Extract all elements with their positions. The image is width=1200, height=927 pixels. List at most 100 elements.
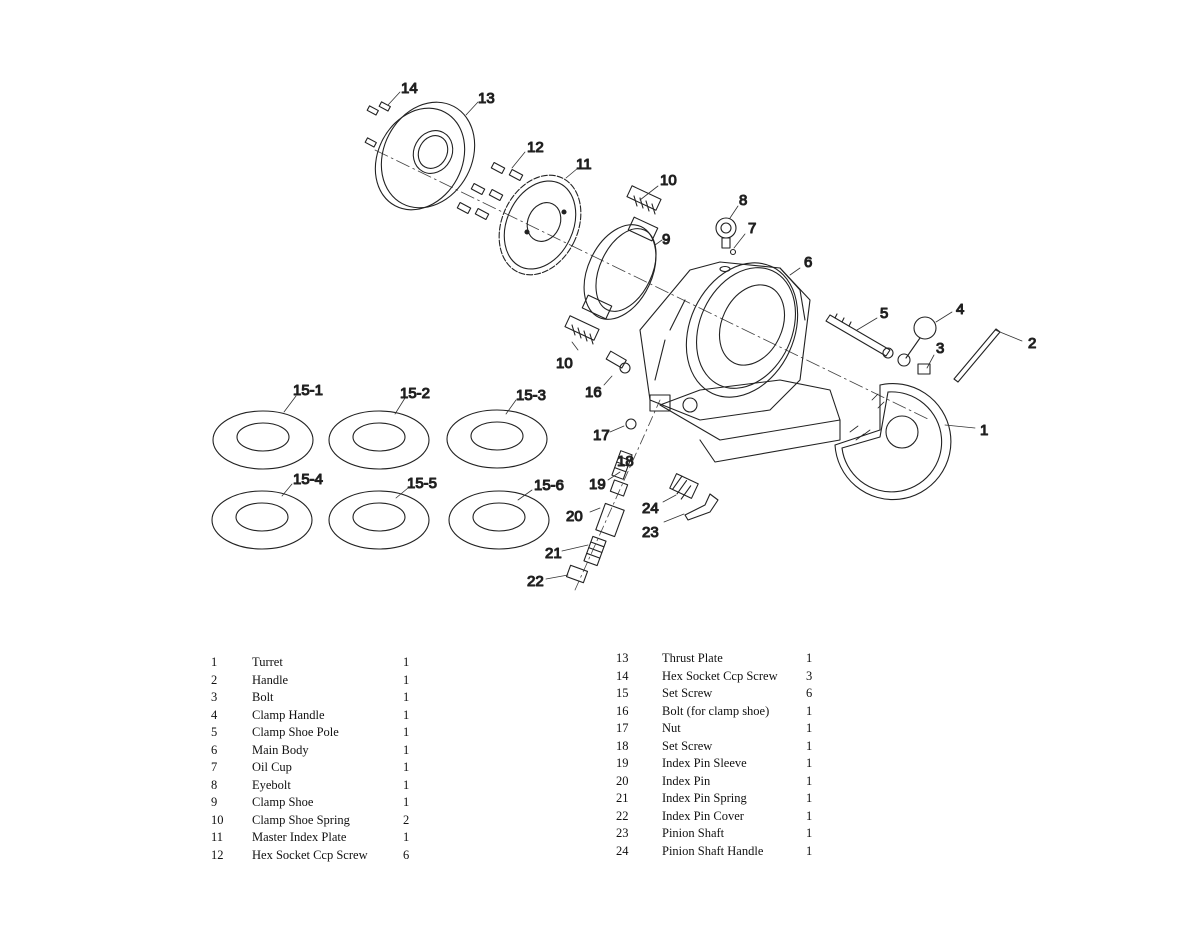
part-name: Index Pin Cover <box>662 808 744 823</box>
part-name: Index Pin <box>662 773 711 788</box>
callout-8: 8 <box>739 192 747 209</box>
part-number: 7 <box>211 760 218 774</box>
clamp-shoe-spring-bottom <box>564 315 600 345</box>
part-name: Hex Socket Ccp Screw <box>252 847 368 862</box>
part-quantity: 6 <box>806 686 813 700</box>
parts-list-row: 20 Index Pin 1 <box>616 773 856 791</box>
turret <box>834 383 952 501</box>
part-name: Index Pin Sleeve <box>662 756 747 770</box>
part-quantity: 1 <box>806 651 813 665</box>
index-pin-spring <box>583 535 607 567</box>
callout-23: 23 <box>642 524 659 541</box>
part-number: 16 <box>616 703 629 718</box>
callout-15-1: 15-1 <box>293 382 323 399</box>
bolt-3 <box>917 363 931 375</box>
callout-7: 7 <box>748 220 756 237</box>
part-number: 23 <box>616 826 629 840</box>
part-number: 2 <box>211 672 218 687</box>
part-number: 5 <box>211 725 218 739</box>
callout-18: 18 <box>617 453 634 470</box>
part-name: Set Screw <box>662 738 713 753</box>
part-number: 17 <box>616 721 629 735</box>
hex-socket-screws-12 <box>456 161 524 221</box>
part-number: 24 <box>616 843 629 858</box>
callout-24: 24 <box>642 500 659 517</box>
callout-5: 5 <box>880 305 888 322</box>
callout-2: 2 <box>1028 335 1036 352</box>
callout-15-2: 15-2 <box>400 385 430 402</box>
part-name: Hex Socket Ccp Screw <box>662 668 778 683</box>
callout-12: 12 <box>527 139 544 156</box>
parts-list-row: 22 Index Pin Cover 1 <box>616 808 856 826</box>
index-pin <box>595 502 625 538</box>
part-quantity: 1 <box>806 808 813 823</box>
index-pin-cover <box>565 564 589 584</box>
hex-socket-screws-14 <box>364 101 391 148</box>
callout-14: 14 <box>401 80 418 97</box>
eyebolt <box>715 217 737 249</box>
part-number: 19 <box>616 756 629 770</box>
part-number: 22 <box>616 808 629 823</box>
part-name: Turret <box>252 655 283 669</box>
callout-21: 21 <box>545 545 562 562</box>
callout-11: 11 <box>576 156 592 173</box>
set-screw-plate-15-3 <box>446 409 548 469</box>
pinion-shaft <box>684 493 719 521</box>
part-number: 11 <box>211 830 224 844</box>
handle-2 <box>953 328 1001 383</box>
part-quantity: 6 <box>403 847 410 862</box>
callout-15-3: 15-3 <box>516 387 546 404</box>
part-quantity: 1 <box>403 830 410 844</box>
part-number: 18 <box>616 738 629 753</box>
callout-15-5: 15-5 <box>407 475 437 492</box>
part-quantity: 1 <box>806 773 813 788</box>
callout-9: 9 <box>662 231 670 248</box>
part-quantity: 1 <box>403 742 410 757</box>
set-screw-plate-15-5 <box>328 490 430 550</box>
leader-lines <box>281 91 1023 580</box>
part-quantity: 3 <box>806 668 813 683</box>
callout-1: 1 <box>980 422 988 439</box>
part-quantity: 1 <box>403 760 410 774</box>
callout-19: 19 <box>589 476 606 493</box>
part-name: Eyebolt <box>252 777 291 792</box>
thrust-plate <box>374 101 476 211</box>
set-screw-18 <box>611 450 633 480</box>
exploded-assembly-diagram: 1 2 3 4 5 6 7 8 9 10 10 11 12 13 14 15-1… <box>211 79 1037 591</box>
clamp-shoe-spring-top <box>626 185 662 215</box>
callout-6: 6 <box>804 254 812 271</box>
part-name: Index Pin Spring <box>662 791 747 805</box>
set-screw-plate-15-6 <box>448 490 550 550</box>
pinion-shaft-handle <box>669 473 699 500</box>
part-number: 20 <box>616 773 629 788</box>
bolt-for-clamp-shoe <box>605 350 631 374</box>
callout-20: 20 <box>566 508 583 525</box>
set-screw-plate-15-4 <box>211 490 313 550</box>
set-screw-plate-15-2 <box>328 410 430 470</box>
callout-17: 17 <box>593 427 610 444</box>
part-quantity: 1 <box>403 655 410 669</box>
callout-22: 22 <box>527 573 544 590</box>
part-name: Clamp Shoe Spring <box>252 812 350 827</box>
set-screw-plate-15-1 <box>212 410 314 470</box>
master-index-plate <box>498 174 582 276</box>
callout-13: 13 <box>478 90 495 107</box>
part-quantity: 2 <box>403 812 410 827</box>
part-name: Pinion Shaft <box>662 826 725 840</box>
part-number: 10 <box>211 812 224 827</box>
part-quantity: 1 <box>806 738 813 753</box>
callout-3: 3 <box>936 340 944 357</box>
part-number: 12 <box>211 847 224 862</box>
part-number: 1 <box>211 655 218 669</box>
clamp-shoe-pole <box>825 313 894 359</box>
